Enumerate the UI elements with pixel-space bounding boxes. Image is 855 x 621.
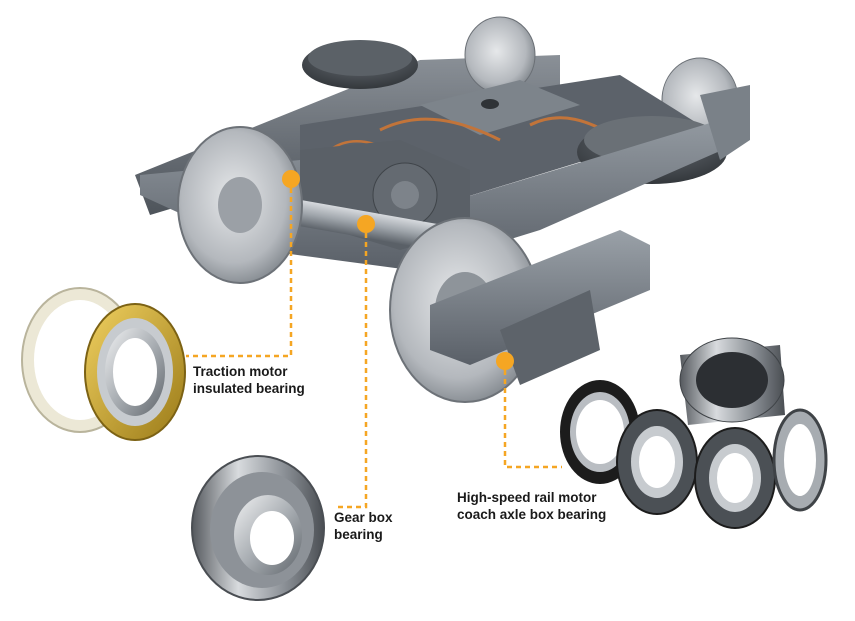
cable — [379, 117, 501, 142]
cone-bore — [250, 511, 294, 565]
frame-end-right — [700, 85, 750, 160]
label-line: bearing — [334, 527, 383, 542]
air-spring-rear-top — [308, 40, 412, 76]
label-axle-box-bearing: High-speed rail motor coach axle box bea… — [457, 489, 606, 523]
cone-row-2-bore — [717, 453, 753, 503]
label-traction-motor-bearing: Traction motor insulated bearing — [193, 363, 305, 397]
label-line: coach axle box bearing — [457, 507, 607, 522]
leader-axlebox — [503, 361, 562, 469]
double-row-tapered-bearing-icon — [560, 337, 828, 529]
inner-bore — [113, 338, 157, 406]
tapered-roller-bearing-icon — [191, 455, 325, 601]
leader-gearbox — [336, 224, 368, 509]
leader-traction — [186, 179, 293, 358]
far-wheel-rear — [464, 16, 536, 94]
bogie-illustration — [135, 16, 750, 403]
marker-axlebox — [496, 352, 514, 370]
marker-gearbox — [357, 215, 375, 233]
gearbox-cover — [391, 181, 419, 209]
seal-right-bore — [784, 424, 816, 496]
cylindrical-roller-bearing-icon — [21, 287, 186, 441]
cone-row-1-bore — [639, 436, 675, 488]
label-line: insulated bearing — [193, 381, 305, 396]
outer-cup-bore — [696, 352, 768, 408]
axle-box — [500, 290, 600, 385]
marker-traction — [282, 170, 300, 188]
leader-lines — [186, 179, 562, 509]
center-pivot — [481, 99, 499, 109]
label-line: Traction motor — [193, 364, 288, 379]
seal-left-bore — [576, 400, 624, 464]
wheel-left-hub — [218, 177, 262, 233]
label-gearbox-bearing: Gear box bearing — [334, 509, 393, 543]
label-line: Gear box — [334, 510, 393, 525]
bolster-top — [420, 80, 580, 135]
label-line: High-speed rail motor — [457, 490, 597, 505]
front-beam — [430, 230, 650, 365]
